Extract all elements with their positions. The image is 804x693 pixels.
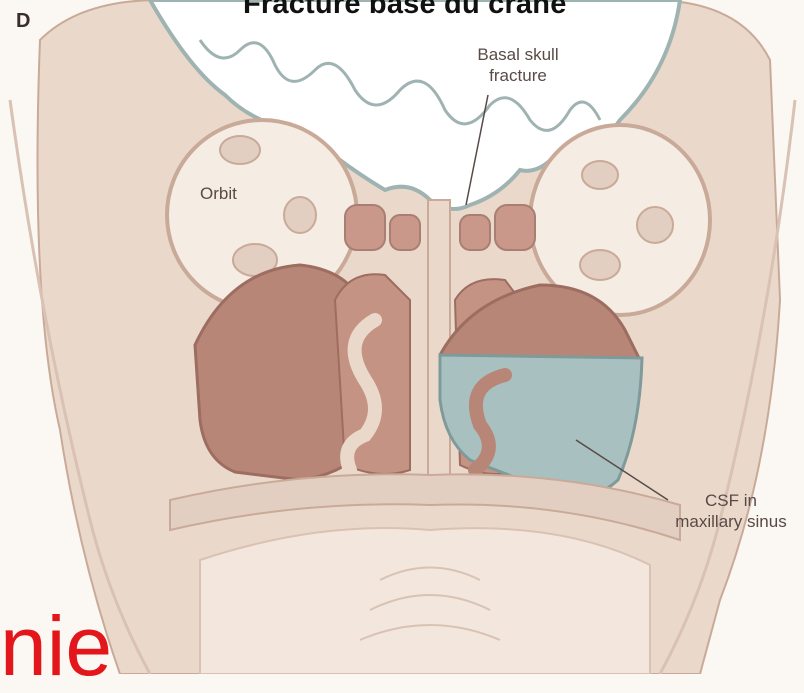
oral-region: [200, 528, 650, 674]
label-basal-skull-fracture: Basal skull fracture: [463, 44, 573, 86]
label-line: CSF in: [671, 490, 791, 511]
label-line: maxillary sinus: [671, 511, 791, 532]
overlay-text: nie: [0, 604, 112, 688]
anatomy-illustration: [0, 0, 804, 674]
label-orbit: Orbit: [200, 183, 237, 204]
panel-letter: D: [16, 10, 30, 33]
label-line: Basal skull: [463, 44, 573, 65]
label-line: fracture: [463, 65, 573, 86]
skull-base-diagram: [0, 0, 804, 674]
label-csf-maxillary-sinus: CSF in maxillary sinus: [671, 490, 791, 532]
figure-title: Fracture base du crâne: [243, 0, 567, 21]
